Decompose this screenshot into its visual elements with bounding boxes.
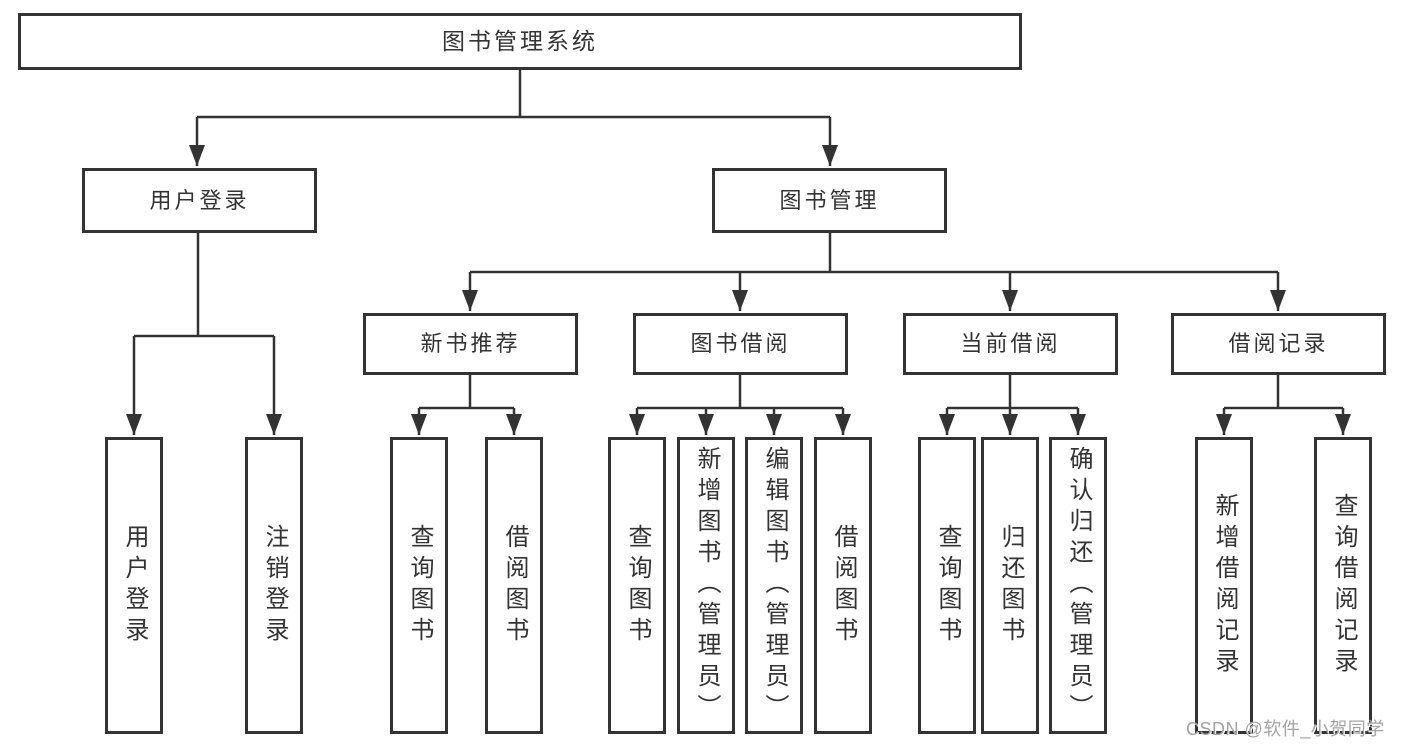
leaf-borrow-books-recommend: 借阅图书 [485,437,543,734]
node-current-borrowing: 当前借阅 [903,313,1118,375]
leaf-return-books: 归还图书 [981,437,1039,734]
node-borrowing-records: 借阅记录 [1171,313,1386,375]
leaf-query-books-borrowing: 查询图书 [608,437,666,734]
leaf-add-borrowing-record: 新增借阅记录 [1195,437,1253,734]
node-book-management: 图书管理 [712,168,947,233]
leaf-confirm-return-admin: 确认归还（管理员） [1049,437,1107,734]
leaf-borrow-books-borrowing: 借阅图书 [814,437,872,734]
leaf-query-books-recommend: 查询图书 [390,437,448,734]
leaf-query-books-current: 查询图书 [918,437,976,734]
leaf-edit-book-admin: 编辑图书（管理员） [745,437,803,734]
leaf-user-login: 用户登录 [105,437,163,734]
leaf-query-borrowing-record: 查询借阅记录 [1314,437,1372,734]
leaf-add-book-admin: 新增图书（管理员） [677,437,735,734]
node-user-login: 用户登录 [82,168,317,233]
leaf-logout-login: 注销登录 [245,437,303,734]
node-book-borrowing: 图书借阅 [633,313,848,375]
csdn-watermark: CSDN @软件_小贺同学 [1186,719,1385,739]
node-new-book-recommendation: 新书推荐 [363,313,578,375]
node-library-management-system: 图书管理系统 [18,13,1022,70]
